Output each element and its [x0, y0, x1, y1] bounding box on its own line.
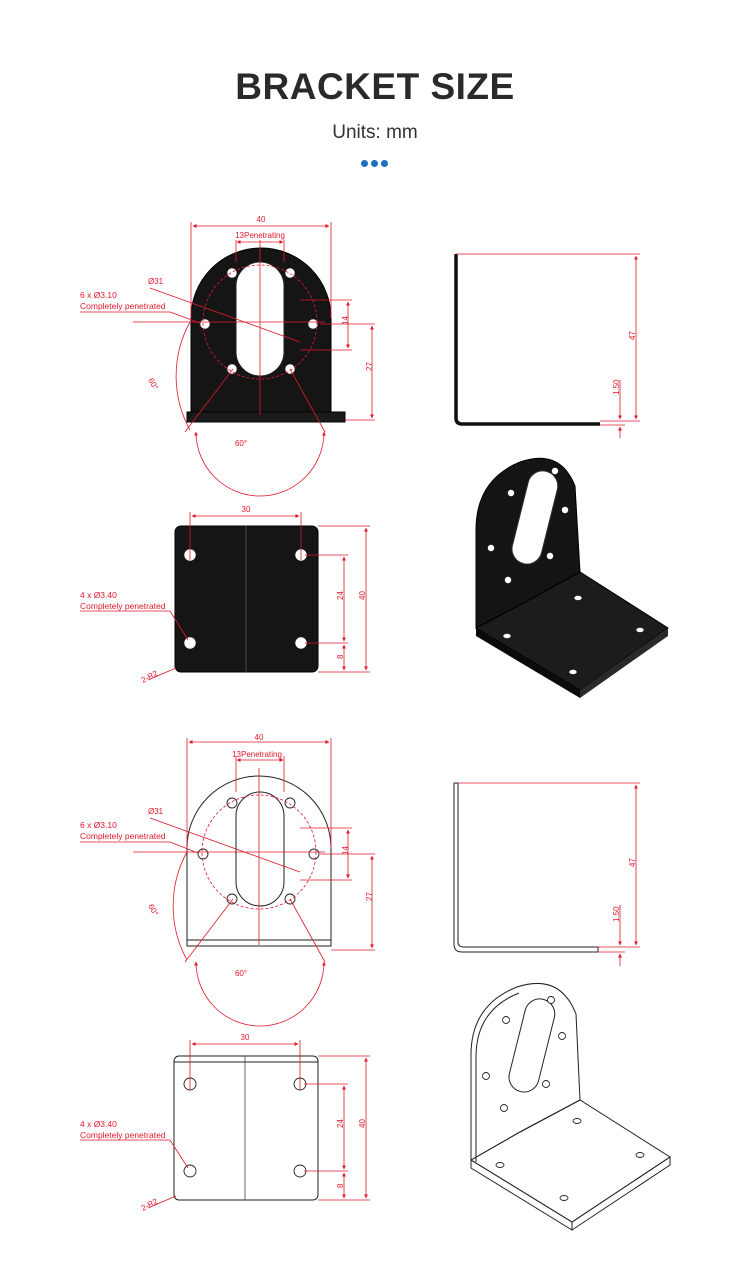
hole-note-1-outline: 6 x Ø3.10 [80, 820, 117, 830]
bracket-3d-outline [470, 983, 671, 1231]
dim-slot: 13Penetrating [235, 231, 285, 240]
dim-base-40: 40 [358, 591, 367, 600]
base-view-outline [80, 1040, 370, 1209]
dim-8: 8 [336, 654, 345, 659]
dim-14-outline: 14 [341, 846, 350, 855]
dim-14: 14 [341, 316, 350, 325]
dim-width-40: 40 [257, 215, 266, 224]
angle-bottom-outline: 60° [235, 969, 247, 978]
base-view-solid [80, 512, 370, 681]
dim-27-outline: 27 [365, 892, 374, 901]
front-view-outline [80, 738, 375, 1027]
dim-base-40-outline: 40 [358, 1119, 367, 1128]
dim-radius-outline: 2-R2 [140, 1196, 160, 1212]
hole-note-2: Completely penetrated [80, 301, 166, 311]
front-view-solid [80, 222, 375, 497]
decorative-dots [361, 160, 391, 170]
dim-slot-outline: 13Penetrating [232, 750, 282, 759]
dim-24-outline: 24 [336, 1119, 345, 1128]
dim-8-outline: 8 [336, 1183, 345, 1188]
dim-width-40-outline: 40 [255, 733, 264, 742]
side-view-solid-labels: 47 1.50 [612, 331, 637, 395]
base-hole-note-1-outline: 4 x Ø3.40 [80, 1119, 117, 1129]
dim-base-30-outline: 30 [241, 1033, 250, 1042]
base-hole-note-1: 4 x Ø3.40 [80, 590, 117, 600]
side-view-solid [454, 253, 640, 438]
side-view-outline [453, 782, 640, 966]
base-hole-note-2: Completely penetrated [80, 601, 166, 611]
side-view-outline-labels: 47 1.50 [612, 858, 637, 922]
front-view-solid-labels: 40 13Penetrating Ø31 6 x Ø3.10 Completel… [80, 215, 374, 448]
dim-base-30: 30 [242, 505, 251, 514]
dim-radius: 2-R2 [140, 668, 160, 684]
dim-circle: Ø31 [148, 277, 164, 286]
dim-height-47: 47 [628, 331, 637, 340]
units-subtitle: Units: mm [332, 122, 418, 143]
bracket-3d-solid [474, 457, 669, 698]
dim-circle-outline: Ø31 [148, 807, 164, 816]
base-view-outline-labels: 30 4 x Ø3.40 Completely penetrated 24 40… [80, 1033, 367, 1213]
page-title: BRACKET SIZE [235, 66, 515, 107]
angle-side: 60° [146, 377, 160, 392]
dim-27: 27 [365, 362, 374, 371]
dim-thickness-outline: 1.50 [612, 906, 621, 922]
angle-side-outline: 60° [146, 903, 160, 918]
hole-note-1: 6 x Ø3.10 [80, 290, 117, 300]
base-hole-note-2-outline: Completely penetrated [80, 1130, 166, 1140]
dim-24: 24 [336, 591, 345, 600]
angle-bottom: 60° [235, 439, 247, 448]
dim-height-47-outline: 47 [628, 858, 637, 867]
hole-note-2-outline: Completely penetrated [80, 831, 166, 841]
dim-thickness: 1.50 [612, 379, 621, 395]
front-view-outline-labels: 40 13Penetrating Ø31 6 x Ø3.10 Completel… [80, 733, 374, 978]
